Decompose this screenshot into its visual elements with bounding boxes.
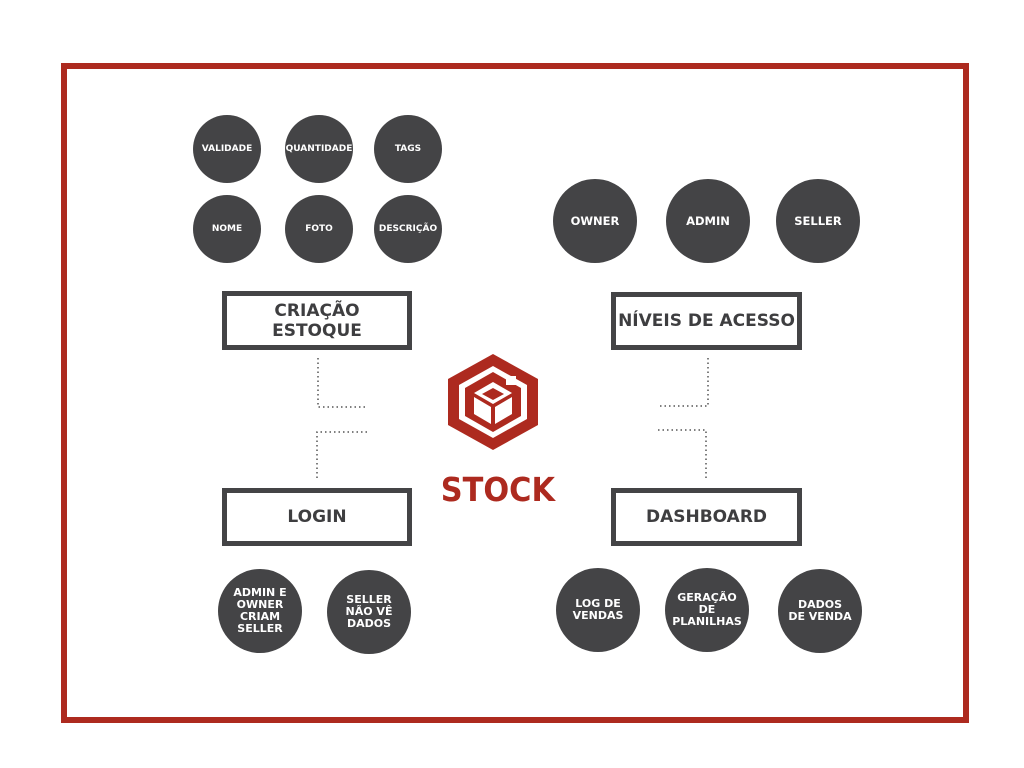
dashboard-geracao-planilhas: GERAÇÃO DE PLANILHAS (665, 568, 749, 652)
module-login: LOGIN (222, 488, 412, 546)
hexagon-cube-icon (448, 354, 538, 450)
role-owner: OWNER (553, 179, 637, 263)
connector-dashboard (658, 429, 707, 481)
connector-criacao-estoque (317, 358, 367, 408)
module-login-label: LOGIN (287, 507, 347, 527)
role-admin-label: ADMIN (686, 214, 730, 228)
login-note-seller-no-data-label: SELLER NÃO VÊ DADOS (345, 593, 393, 630)
field-quantidade-label: QUANTIDADE (285, 144, 353, 154)
field-validade: VALIDADE (193, 115, 261, 183)
module-criacao-estoque-line2: ESTOQUE (272, 320, 362, 341)
dashboard-geracao-planilhas-label: GERAÇÃO DE PLANILHAS (672, 591, 742, 628)
dashboard-dados-venda: DADOS DE VENDA (778, 569, 862, 653)
connector-niveis-acesso (658, 358, 709, 407)
field-nome: NOME (193, 195, 261, 263)
module-dashboard-label: DASHBOARD (645, 507, 768, 527)
field-nome-label: NOME (211, 224, 243, 234)
login-note-admin-owner-label: ADMIN E OWNER CRIAM SELLER (233, 586, 287, 635)
field-quantidade: QUANTIDADE (285, 115, 353, 183)
module-criacao-estoque: CRIAÇÃO ESTOQUE (222, 291, 412, 350)
field-tags-label: TAGS (394, 144, 422, 154)
role-admin: ADMIN (666, 179, 750, 263)
outer-frame (61, 63, 969, 723)
role-seller-label: SELLER (794, 214, 842, 228)
login-note-admin-owner: ADMIN E OWNER CRIAM SELLER (218, 569, 302, 653)
connector-login (316, 431, 367, 481)
module-niveis-acesso: NÍVEIS DE ACESSO (611, 292, 802, 350)
stock-logo (446, 352, 540, 452)
dashboard-dados-venda-label: DADOS DE VENDA (788, 598, 852, 623)
dashboard-log-vendas-label: LOG DE VENDAS (572, 597, 624, 622)
field-foto-label: FOTO (305, 224, 333, 234)
module-criacao-estoque-line1: CRIAÇÃO (274, 300, 360, 321)
module-niveis-acesso-label: NÍVEIS DE ACESSO (618, 311, 795, 331)
dashboard-log-vendas: LOG DE VENDAS (556, 568, 640, 652)
login-note-seller-no-data: SELLER NÃO VÊ DADOS (327, 570, 411, 654)
field-foto: FOTO (285, 195, 353, 263)
field-tags: TAGS (374, 115, 442, 183)
role-owner-label: OWNER (570, 214, 620, 228)
module-dashboard: DASHBOARD (611, 488, 802, 546)
role-seller: SELLER (776, 179, 860, 263)
field-descricao-label: DESCRIÇÃO (378, 224, 438, 234)
field-descricao: DESCRIÇÃO (374, 195, 442, 263)
stock-brand-name: STOCK (440, 470, 555, 509)
field-validade-label: VALIDADE (201, 144, 253, 154)
